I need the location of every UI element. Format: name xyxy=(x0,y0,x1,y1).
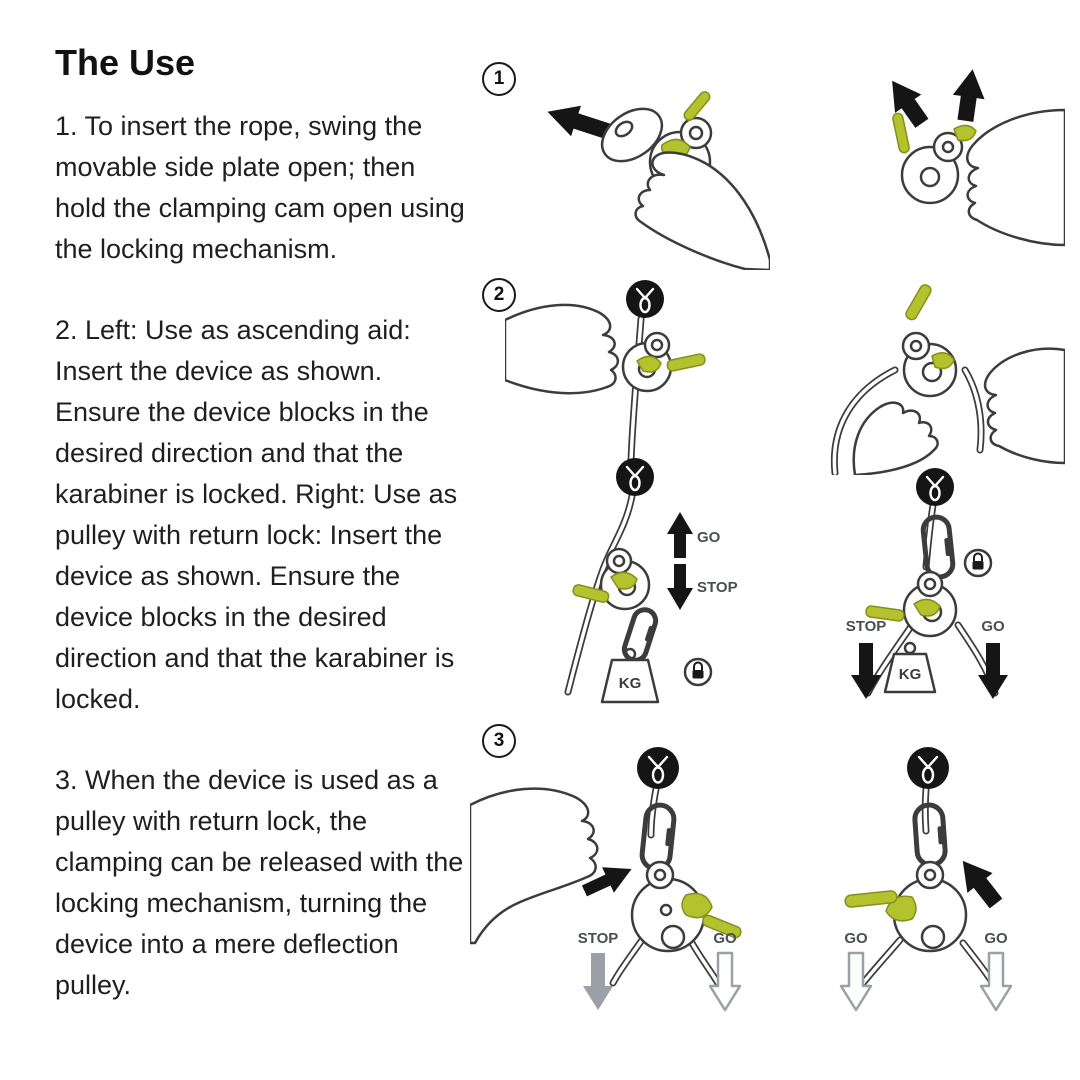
anchor-icon xyxy=(907,747,949,789)
page-title: The Use xyxy=(55,42,196,83)
kg-label: KG xyxy=(619,675,642,692)
rope xyxy=(564,492,636,696)
instruction-step-3: 3. When the device is used as a pulley w… xyxy=(55,765,464,1000)
figure-step2-pulley: KG STOP GO xyxy=(846,468,1008,699)
hand xyxy=(852,401,939,475)
figure-step1-right xyxy=(892,69,1065,247)
stop-down-arrow-icon xyxy=(667,564,693,610)
locking-lever xyxy=(701,914,742,939)
open-arrow-icon xyxy=(952,69,985,122)
rope xyxy=(830,366,985,475)
go-down-arrow-icon xyxy=(708,951,742,1012)
step-3-number: 3 xyxy=(493,730,505,751)
locking-lever xyxy=(666,353,706,372)
step-2-badge: 2 xyxy=(482,278,516,312)
step-2-number: 2 xyxy=(493,284,505,305)
hand xyxy=(966,108,1065,247)
release-arrow-icon xyxy=(962,860,1003,909)
figure-step3-left: STOP GO xyxy=(470,747,742,1012)
step-3-badge: 3 xyxy=(482,724,516,758)
go-label: GO xyxy=(981,618,1005,635)
figure-step2-left xyxy=(505,280,706,465)
device xyxy=(865,570,958,638)
device xyxy=(901,331,958,398)
device xyxy=(630,860,742,953)
clamping-cam xyxy=(610,571,638,590)
figure-step2-ascender: KG GO STOP xyxy=(564,458,738,704)
go-label: GO xyxy=(697,529,721,546)
clamping-cam xyxy=(636,355,662,373)
hand xyxy=(983,347,1065,465)
anchor-icon xyxy=(916,468,954,506)
go-label: GO xyxy=(844,930,868,947)
go-down-arrow-icon xyxy=(978,643,1008,699)
go-up-arrow-icon xyxy=(667,512,693,558)
open-side-plate xyxy=(600,107,664,163)
anchor-icon xyxy=(626,280,664,318)
kg-weight: KG xyxy=(600,647,660,704)
device xyxy=(621,331,706,393)
anchor-icon xyxy=(637,747,679,789)
karabiner xyxy=(912,802,948,868)
go-label: GO xyxy=(713,930,737,947)
instruction-step-1: 1. To insert the rope, swing the movable… xyxy=(55,111,465,264)
go-down-arrow-icon xyxy=(839,951,873,1012)
swing-open-arrow-icon xyxy=(547,105,611,140)
stop-down-arrow-icon xyxy=(583,953,613,1010)
open-arrow-icon xyxy=(892,80,929,128)
hand xyxy=(505,303,620,395)
lock-icon xyxy=(963,548,993,578)
hand xyxy=(470,787,599,945)
clamping-cam xyxy=(931,352,955,370)
stop-label: STOP xyxy=(697,579,738,596)
figure-step3-right: GO GO xyxy=(839,747,1013,1012)
instructions-column: The Use 1. To insert the rope, swing the… xyxy=(55,42,469,1046)
lock-icon xyxy=(683,657,713,687)
clamping-cam xyxy=(681,892,713,919)
go-down-arrow-icon xyxy=(979,951,1013,1012)
anchor-icon xyxy=(616,458,654,496)
locking-lever xyxy=(572,584,610,603)
stop-label: STOP xyxy=(846,618,887,635)
locking-lever xyxy=(905,284,932,321)
go-label: GO xyxy=(984,930,1008,947)
locking-lever xyxy=(683,91,711,121)
locking-lever xyxy=(892,112,910,154)
locking-lever xyxy=(865,605,905,622)
step-1-badge: 1 xyxy=(482,62,516,96)
clamping-cam xyxy=(953,124,977,142)
instruction-step-2: 2. Left: Use as ascending aid: Insert th… xyxy=(55,315,458,714)
karabiner xyxy=(621,607,659,663)
step-1-number: 1 xyxy=(493,68,505,89)
device xyxy=(892,112,977,205)
figure-step1-left xyxy=(547,91,770,270)
karabiner xyxy=(639,802,677,872)
hand xyxy=(634,151,770,270)
kg-weight: KG xyxy=(883,641,937,694)
figure-step2-right xyxy=(830,284,1065,475)
device xyxy=(844,860,968,953)
kg-label: KG xyxy=(899,666,922,683)
clamping-cam xyxy=(913,598,941,617)
locking-lever xyxy=(844,890,898,908)
stop-down-arrow-icon xyxy=(851,643,881,699)
device xyxy=(572,547,651,611)
push-arrow-icon xyxy=(581,867,632,897)
stop-label: STOP xyxy=(578,930,619,947)
